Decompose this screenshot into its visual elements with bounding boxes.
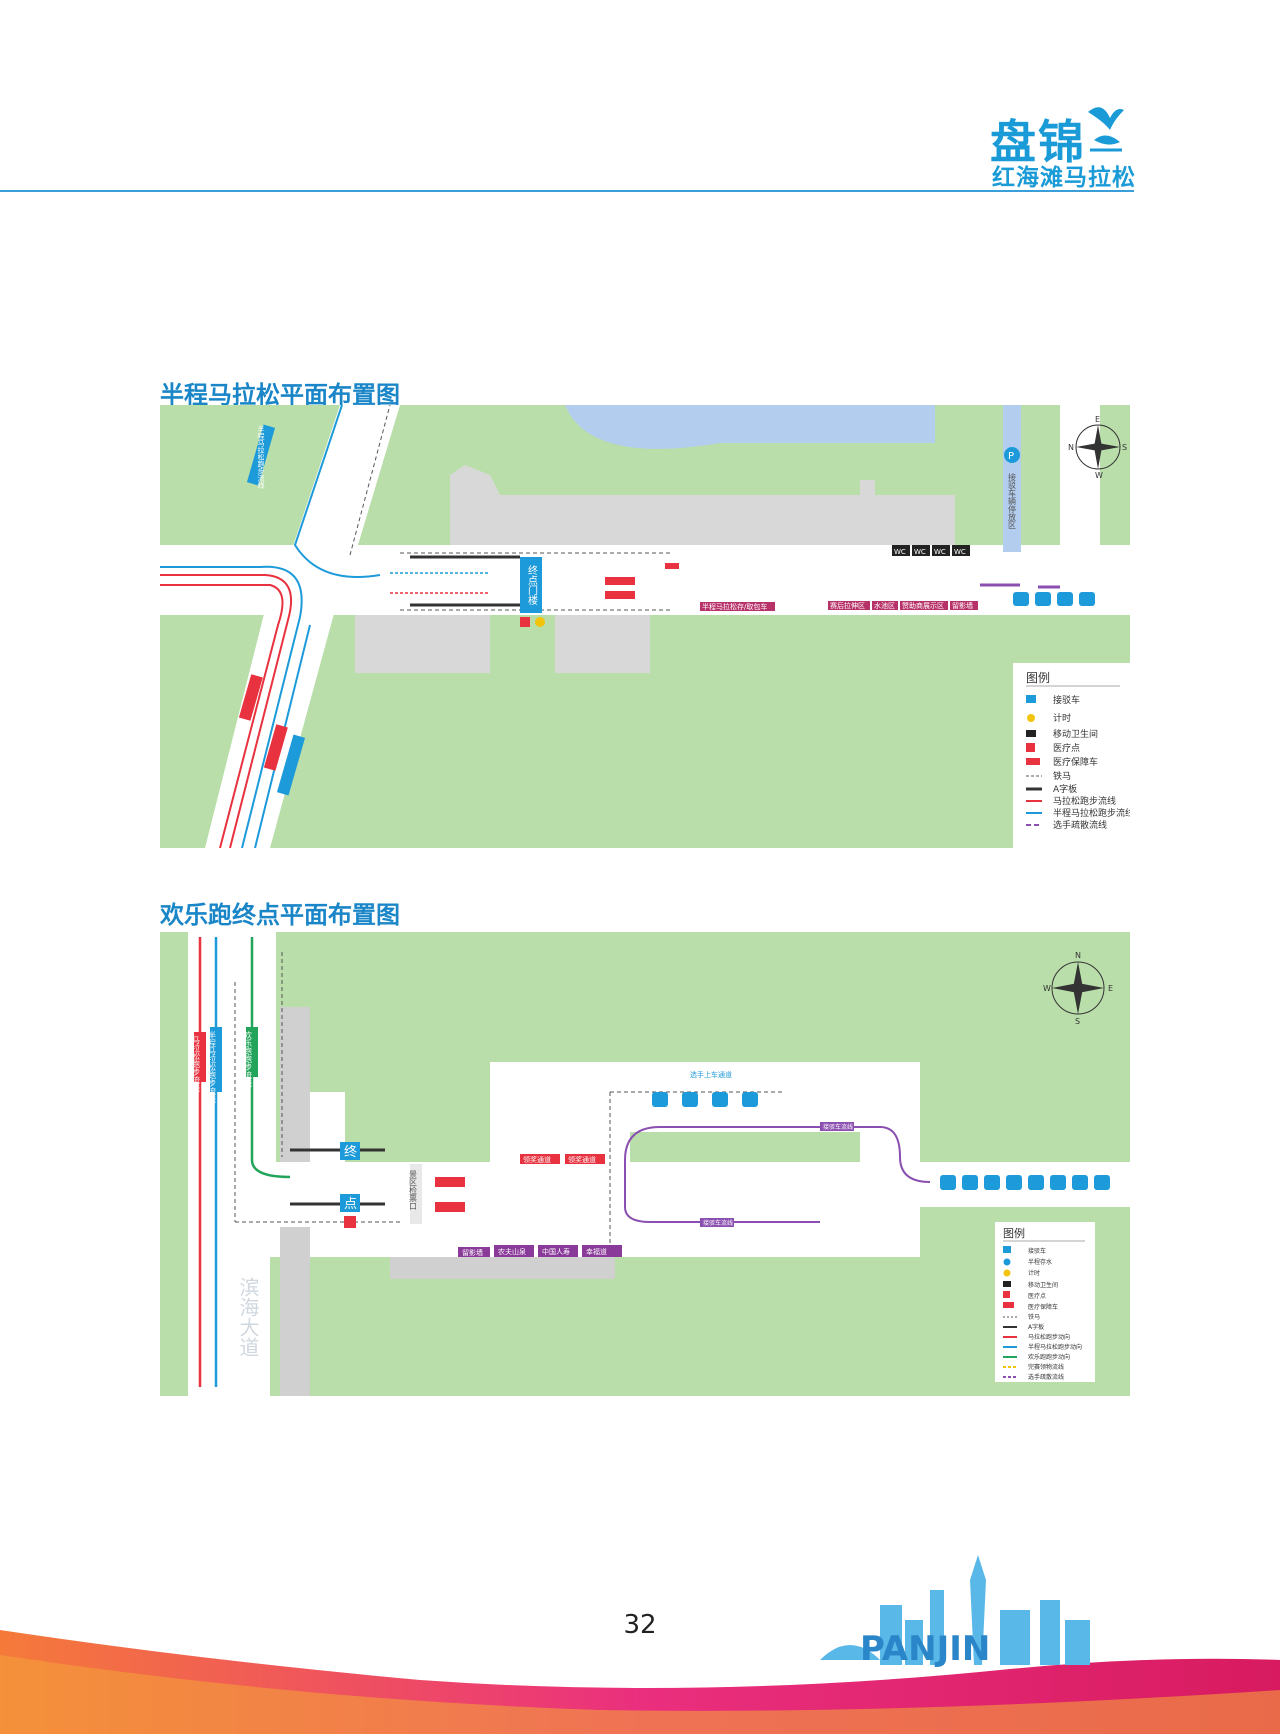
svg-text:欢乐跑跑步动向: 欢乐跑跑步动向 <box>1028 1353 1070 1361</box>
map1-title: 半程马拉松平面布置图 <box>160 381 400 409</box>
medical-icon <box>344 1216 356 1228</box>
svg-text:N: N <box>1075 951 1081 960</box>
svg-text:半程马拉松跑步动向: 半程马拉松跑步动向 <box>1028 1343 1082 1351</box>
svg-text:WC: WC <box>894 548 906 556</box>
logo-title: 盘锦 <box>990 115 1086 169</box>
svg-text:铁马: 铁马 <box>1028 1313 1040 1321</box>
finish-label-bottom: 点 <box>344 1197 357 1212</box>
map1-legend: 图例 接驳车 计时 移动卫生间 医疗点 医疗保障车 铁马 A字板 马拉松跑步流线… <box>1013 663 1130 848</box>
svg-text:选手疏散流线: 选手疏散流线 <box>1053 819 1107 831</box>
svg-text:马拉松跑步流线: 马拉松跑步流线 <box>1053 795 1116 807</box>
svg-text:半程存水: 半程存水 <box>1028 1258 1052 1266</box>
booth-insurance: 中国人寿 <box>542 1247 570 1256</box>
route-label-half-1: 半程马拉松跑步流线 <box>257 425 265 489</box>
svg-text:医疗点: 医疗点 <box>1053 742 1080 754</box>
wc-icons: WC WC WC WC <box>892 545 970 556</box>
zone-bag: 半程马拉松存/取包车 <box>702 602 767 611</box>
svg-text:WC: WC <box>954 548 966 556</box>
booth-happy: 幸福道 <box>586 1247 607 1256</box>
compass-icon: N W E S <box>1043 951 1113 1026</box>
svg-text:WC: WC <box>914 548 926 556</box>
svg-text:E: E <box>1095 415 1100 424</box>
booth-award-2: 领奖通道 <box>568 1155 596 1164</box>
svg-text:图例: 图例 <box>1026 671 1050 685</box>
svg-text:医疗保障车: 医疗保障车 <box>1053 756 1098 768</box>
half-marathon-map: 半程马拉松跑步流线 终点门楼 半程马拉松存/取包车 赛后拉伸区 水池区 赞助商展… <box>160 405 1130 848</box>
svg-text:半程马拉松跑步流线: 半程马拉松跑步流线 <box>1053 807 1130 819</box>
svg-text:A字板: A字板 <box>1028 1323 1044 1331</box>
header-rule <box>0 190 1134 192</box>
svg-text:W: W <box>1095 471 1103 480</box>
bus-icons <box>1013 592 1095 606</box>
svg-text:医疗保障车: 医疗保障车 <box>1028 1303 1058 1311</box>
svg-text:S: S <box>1122 443 1127 452</box>
svg-text:计时: 计时 <box>1028 1269 1040 1277</box>
svg-text:接驳车: 接驳车 <box>1028 1247 1046 1255</box>
svg-text:WC: WC <box>934 548 946 556</box>
svg-text:移动卫生间: 移动卫生间 <box>1028 1281 1058 1289</box>
map2-legend: 图例 接驳车 半程存水 计时 移动卫生间 医疗点 医疗保障车 铁马 A字板 马拉… <box>995 1222 1095 1382</box>
route-label-fun: 欢乐跑跑步流线 <box>244 1030 253 1087</box>
booth-water: 农夫山泉 <box>498 1247 526 1256</box>
svg-text:马拉松跑步动向: 马拉松跑步动向 <box>1028 1333 1070 1341</box>
road-name: 滨海大道 <box>236 1277 260 1357</box>
finish-arch: 终点门楼 <box>526 564 538 606</box>
boarding-channel: 选手上车通道 <box>690 1070 732 1079</box>
svg-text:N: N <box>1068 443 1074 452</box>
bus-icons <box>652 1092 1110 1190</box>
timing-icon <box>535 617 545 627</box>
route-label-marathon: 马拉松跑步流线 <box>192 1036 201 1092</box>
zone-photo: 留影墙 <box>952 601 973 610</box>
medical-icon <box>520 617 530 627</box>
parking-label: 接驳车辆停放区 <box>1008 472 1017 529</box>
svg-text:A字板: A字板 <box>1053 783 1077 795</box>
city-word: PANJIN <box>860 1629 990 1669</box>
booth-award-1: 领奖通道 <box>523 1155 551 1164</box>
svg-text:接驳车: 接驳车 <box>1053 694 1080 706</box>
svg-text:P: P <box>1008 451 1014 462</box>
crane-logo-icon <box>1088 107 1124 152</box>
zone-sponsor: 赞助商展示区 <box>902 601 944 610</box>
shuttle-flow-2: 接驳车流线 <box>703 1219 733 1227</box>
svg-text:医疗点: 医疗点 <box>1028 1292 1046 1300</box>
svg-text:铁马: 铁马 <box>1053 770 1071 782</box>
route-label-half: 半程马拉松跑步流线 <box>208 1030 217 1103</box>
booth-photo: 留影墙 <box>462 1248 483 1257</box>
svg-text:选手疏散流线: 选手疏散流线 <box>1028 1373 1064 1381</box>
zone-stretch: 赛后拉伸区 <box>830 601 865 610</box>
page-number: 32 <box>623 1610 657 1640</box>
svg-text:图例: 图例 <box>1003 1226 1025 1240</box>
footer-wave: PANJIN <box>0 1555 1280 1734</box>
parking-icon <box>1004 447 1020 463</box>
svg-text:计时: 计时 <box>1053 712 1071 724</box>
logo-subtitle: 红海滩马拉松 <box>992 165 1136 191</box>
finish-label-top: 终 <box>344 1144 357 1160</box>
svg-text:E: E <box>1108 984 1113 993</box>
compass-icon: E N S W <box>1068 415 1127 480</box>
svg-text:S: S <box>1075 1017 1080 1026</box>
svg-text:W: W <box>1043 984 1051 993</box>
fun-run-map: 马拉松跑步流线 半程马拉松跑步流线 欢乐跑跑步流线 终 点 景区检票口 滨海大道… <box>160 932 1130 1396</box>
shuttle-flow-1: 接驳车流线 <box>823 1123 853 1131</box>
ticket-gate: 景区检票口 <box>409 1170 418 1210</box>
map2-title: 欢乐跑终点平面布置图 <box>160 901 400 929</box>
zone-water: 水池区 <box>874 601 895 610</box>
svg-text:完赛领物流线: 完赛领物流线 <box>1028 1363 1064 1371</box>
svg-text:移动卫生间: 移动卫生间 <box>1053 728 1098 740</box>
